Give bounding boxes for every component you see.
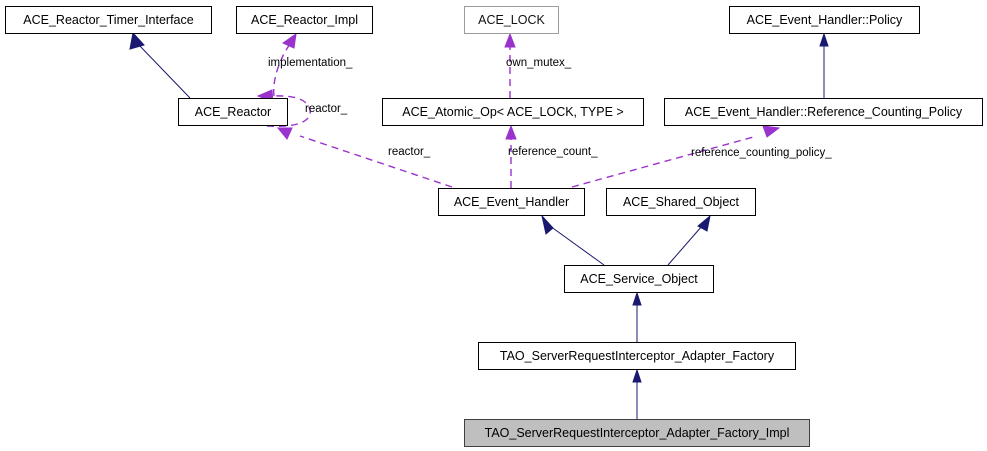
class-node-ace-reactor-impl[interactable]: ACE_Reactor_Impl: [236, 6, 373, 34]
class-node-label: ACE_Event_Handler::Reference_Counting_Po…: [684, 104, 963, 119]
edge-label-implementation: implementation_: [268, 57, 353, 69]
class-node-ace-event-handler-policy[interactable]: ACE_Event_Handler::Policy: [729, 6, 920, 34]
class-node-label: ACE_LOCK: [478, 12, 545, 27]
class-node-label: ACE_Event_Handler::Policy: [746, 12, 903, 27]
edge-label-reference-count: reference_count_: [508, 146, 598, 158]
edge-label-reactor-association: reactor_: [388, 146, 431, 158]
class-node-label: ACE_Reactor_Impl: [251, 12, 358, 27]
class-node-label: TAO_ServerRequestInterceptor_Adapter_Fac…: [499, 348, 775, 363]
class-node-label: ACE_Reactor: [194, 104, 272, 119]
class-node-tao-serverrequestinterceptor-adapter-factory[interactable]: TAO_ServerRequestInterceptor_Adapter_Fac…: [478, 342, 796, 370]
class-node-ace-reactor-timer-interface[interactable]: ACE_Reactor_Timer_Interface: [5, 6, 212, 34]
class-node-label: ACE_Reactor_Timer_Interface: [23, 12, 194, 27]
class-node-tao-serverrequestinterceptor-adapter-factory-impl[interactable]: TAO_ServerRequestInterceptor_Adapter_Fac…: [464, 419, 810, 447]
edge-service-object-to-event-handler: [541, 214, 605, 266]
class-node-label: TAO_ServerRequestInterceptor_Adapter_Fac…: [484, 425, 790, 440]
edge-label-reactor-self: reactor_: [305, 103, 348, 115]
edge-label-reference-counting-policy: reference_counting_policy_: [691, 147, 832, 159]
class-node-ace-reactor[interactable]: ACE_Reactor: [178, 98, 288, 126]
edge-label-own-mutex: own_mutex_: [506, 57, 572, 69]
edge-refcount-policy-to-policy: [819, 32, 829, 98]
class-node-ace-lock[interactable]: ACE_LOCK: [464, 6, 559, 34]
edge-factory-impl-to-factory: [632, 368, 642, 419]
class-node-ace-event-handler-reference-counting-policy[interactable]: ACE_Event_Handler::Reference_Counting_Po…: [664, 98, 983, 126]
class-node-ace-event-handler[interactable]: ACE_Event_Handler: [438, 188, 585, 216]
class-node-label: ACE_Shared_Object: [622, 194, 740, 209]
class-node-ace-service-object[interactable]: ACE_Service_Object: [564, 265, 714, 293]
class-node-label: ACE_Atomic_Op< ACE_LOCK, TYPE >: [402, 104, 624, 119]
class-node-label: ACE_Event_Handler: [453, 194, 570, 209]
edge-reactor-to-timer-interface: [129, 31, 191, 99]
edge-service-object-to-shared-object: [667, 214, 711, 266]
class-node-label: ACE_Service_Object: [580, 271, 698, 286]
class-node-ace-atomic-op[interactable]: ACE_Atomic_Op< ACE_LOCK, TYPE >: [382, 98, 644, 126]
class-node-ace-shared-object[interactable]: ACE_Shared_Object: [606, 188, 756, 216]
edge-factory-to-service-object: [632, 291, 642, 342]
